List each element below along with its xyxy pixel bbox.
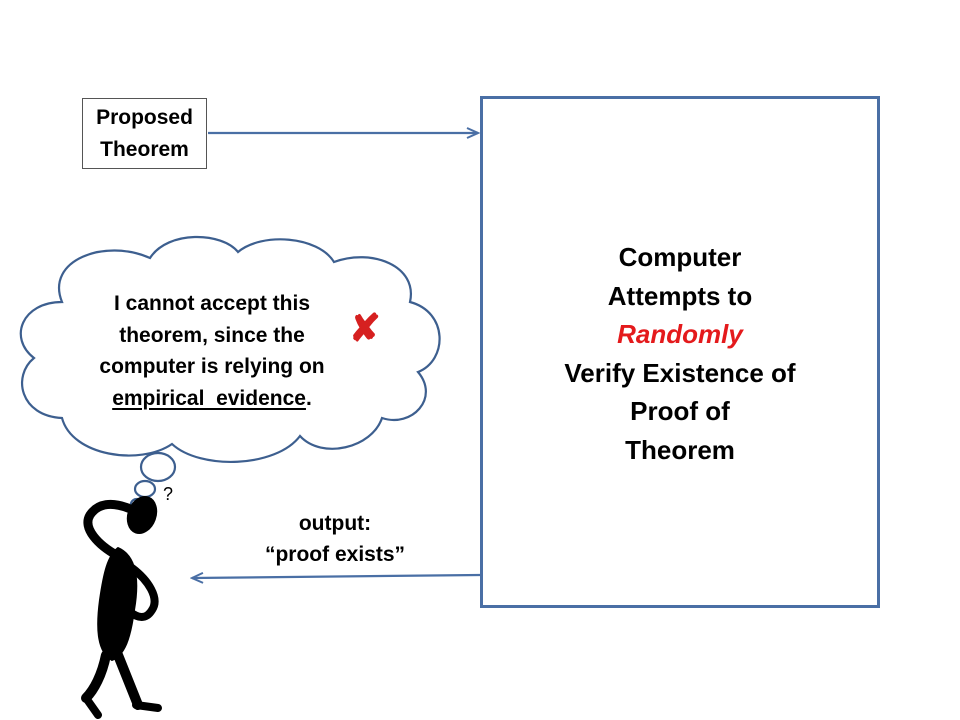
thought-line-4: empirical evidence. <box>76 383 348 415</box>
computer-line-2: Attempts to <box>607 280 753 311</box>
reject-cross-icon: ✘ <box>349 308 381 350</box>
computer-line-4: Verify Existence of <box>564 357 796 388</box>
computer-line-6: Theorem <box>625 434 735 465</box>
output-line-2: “proof exists” <box>264 543 406 566</box>
computer-line-1: Computer <box>618 242 742 272</box>
output-label: output: “proof exists” <box>240 508 430 570</box>
question-mark: ? <box>163 484 173 504</box>
proposed-line-2: Theorem <box>100 137 189 161</box>
proposed-line-1: Proposed <box>96 105 193 129</box>
thought-period: . <box>305 386 312 410</box>
computer-box <box>480 96 880 608</box>
empirical-evidence-text: empirical evidence <box>112 386 306 410</box>
computer-line-randomly: Randomly <box>617 319 743 349</box>
output-line-1: output: <box>298 512 372 535</box>
thought-line-2: theorem, since the <box>119 323 305 347</box>
thought-line-1: I cannot accept this <box>113 292 311 315</box>
proposed-theorem-box: Proposed Theorem <box>82 98 207 169</box>
computer-line-5: Proof of <box>630 396 730 426</box>
thought-text: I cannot accept this theorem, since the … <box>76 288 348 414</box>
computer-description: Computer Attempts to Randomly Verify Exi… <box>480 238 880 469</box>
thought-line-3: computer is relying on <box>99 355 325 378</box>
confused-person-icon <box>81 496 162 719</box>
output-arrow <box>192 575 481 578</box>
